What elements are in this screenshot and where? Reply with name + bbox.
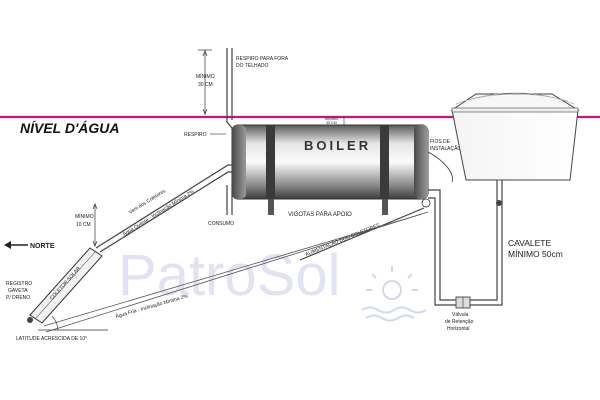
north-arrow-icon: [4, 241, 28, 249]
wires-label-2: INSTALAÇÃO: [430, 145, 461, 152]
feed-pipes: [421, 189, 456, 306]
wires-label-1: FIOS DE: [430, 139, 451, 145]
installation-wires: [427, 151, 453, 183]
vent-roof-label-1: RESPIRO PARA FORA: [236, 56, 289, 62]
min-10cm-label-2: 10 CM: [76, 222, 91, 228]
valve-label-3: Horizontal: [447, 326, 470, 332]
vent-label: RESPIRO: [184, 132, 207, 138]
valve-label-2: de Retenção: [445, 319, 474, 325]
drain-label-2: GAVETA: [8, 288, 28, 294]
valve-label-1: Válvula: [452, 312, 469, 318]
min-30cm-label-1: MÍNIMO: [196, 73, 215, 80]
min-10cm-label-1: MÍNIMO: [75, 213, 94, 220]
water-level-label: NÍVEL D'ÁGUA: [20, 120, 120, 136]
north-label: NORTE: [30, 243, 55, 250]
min-small-label-2: 30 CM: [326, 121, 337, 125]
drain-label-3: P/ DRENO: [6, 295, 30, 301]
latitude-angle: [38, 315, 108, 331]
watermark-text: PatroSol: [118, 243, 340, 308]
min-10cm-dimension: [92, 203, 98, 247]
latitude-label: LATITUDE ACRESCIDA DE 10°: [16, 336, 87, 342]
consumption-label: CONSUMO: [208, 221, 234, 227]
min-30cm-label-2: 30 CM: [198, 82, 213, 88]
support-beams: [268, 199, 388, 215]
supports-label: VIGOTAS PARA APOIO: [288, 212, 352, 218]
check-valve-icon: [455, 296, 471, 309]
sun-logo-icon: [361, 266, 427, 322]
water-tank: [450, 92, 580, 181]
boiler-label: BOILER: [304, 138, 371, 153]
collector-feed-pipe: [43, 207, 429, 333]
consumption-outlet: [226, 185, 233, 215]
vent-roof-label-2: DO TELHADO: [236, 63, 269, 69]
watermark: PatroSol: [118, 243, 427, 322]
solar-collector: [27, 247, 103, 324]
boiler-tank: [231, 124, 429, 200]
min-small-label-1: MÍNIMO: [325, 117, 339, 121]
drain-label-1: REGISTRO: [6, 281, 32, 287]
stand-label-1: CAVALETE: [508, 238, 551, 248]
collector-feed-label: ALIMENTAÇÃO DOS COLETORES: [304, 221, 381, 258]
stand-label-2: MÍNIMO 50cm: [508, 249, 563, 259]
hot-water-pipe: [95, 164, 232, 253]
min-30cm-dimension: [198, 49, 212, 115]
cold-water-pipe-tank: [470, 180, 503, 306]
